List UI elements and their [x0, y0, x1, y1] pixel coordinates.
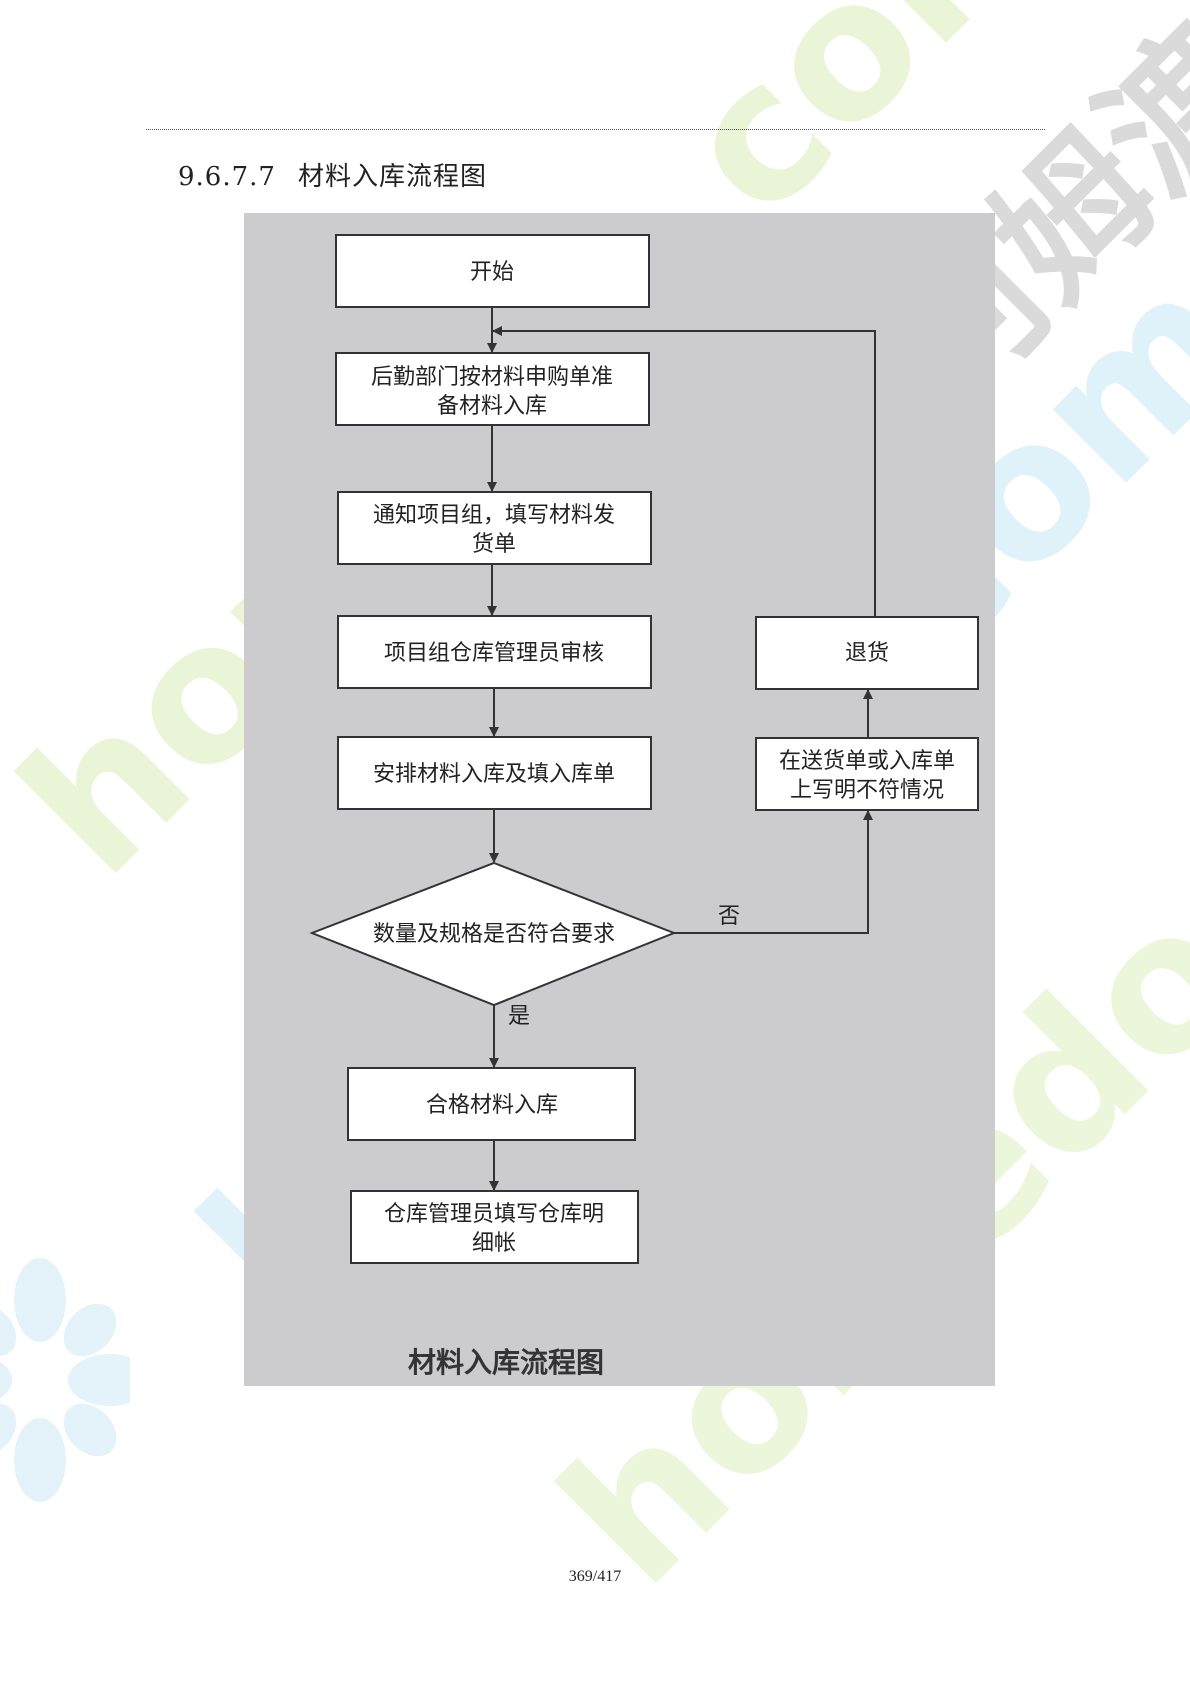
svg-text:退货: 退货 — [845, 641, 889, 666]
label-no: 否 — [718, 904, 740, 929]
svg-text:上写明不符情况: 上写明不符情况 — [790, 778, 944, 803]
figure-caption: 材料入库流程图 — [408, 1346, 604, 1379]
flowchart: 开始 后勤部门按材料申购单准 备材料入库 通知项目组，填写材料发 货单 项目组仓… — [309, 234, 979, 1379]
svg-text:细帐: 细帐 — [472, 1231, 516, 1256]
label-yes: 是 — [508, 1004, 530, 1029]
svg-text:安排材料入库及填入库单: 安排材料入库及填入库单 — [373, 762, 615, 787]
svg-text:通知项目组，填写材料发: 通知项目组，填写材料发 — [373, 503, 615, 528]
section-title: 材料入库流程图 — [297, 162, 487, 192]
section-number: 9.6.7.7 — [178, 162, 276, 192]
svg-text:货单: 货单 — [472, 532, 516, 557]
svg-text:仓库管理员填写仓库明: 仓库管理员填写仓库明 — [384, 1202, 604, 1227]
node-fill-ledger: 仓库管理员填写仓库明 细帐 — [350, 1190, 639, 1264]
svg-text:后勤部门按材料申购单准: 后勤部门按材料申购单准 — [371, 365, 613, 390]
header-rule — [146, 129, 1045, 130]
svg-text:合格材料入库: 合格材料入库 — [426, 1093, 558, 1118]
section-heading: 9.6.7.7 材料入库流程图 — [178, 156, 487, 193]
svg-text:备材料入库: 备材料入库 — [437, 394, 547, 419]
edge-return-loop — [492, 326, 876, 617]
node-arrange-storage: 安排材料入库及填入库单 — [337, 736, 652, 810]
svg-text:项目组仓库管理员审核: 项目组仓库管理员审核 — [384, 641, 604, 666]
node-notify-project-team: 通知项目组，填写材料发 货单 — [337, 491, 652, 565]
svg-text:在送货单或入库单: 在送货单或入库单 — [779, 749, 955, 774]
node-start: 开始 — [335, 234, 650, 308]
svg-text:数量及规格是否符合要求: 数量及规格是否符合要求 — [373, 922, 615, 947]
node-prepare-materials: 后勤部门按材料申购单准 备材料入库 — [335, 352, 650, 426]
node-return-goods: 退货 — [755, 616, 979, 690]
node-accept-materials: 合格材料入库 — [347, 1067, 636, 1141]
node-warehouse-review: 项目组仓库管理员审核 — [337, 615, 652, 689]
flowchart-panel: 开始 后勤部门按材料申购单准 备材料入库 通知项目组，填写材料发 货单 项目组仓… — [244, 213, 995, 1386]
watermark-flower-icon — [0, 1258, 130, 1502]
node-decision-quantity-spec: 数量及规格是否符合要求 — [309, 861, 677, 1007]
node-note-discrepancy: 在送货单或入库单 上写明不符情况 — [755, 737, 979, 811]
edge-decision-no — [674, 810, 873, 934]
page-number: 369/417 — [568, 1568, 622, 1585]
svg-text:开始: 开始 — [470, 260, 514, 285]
